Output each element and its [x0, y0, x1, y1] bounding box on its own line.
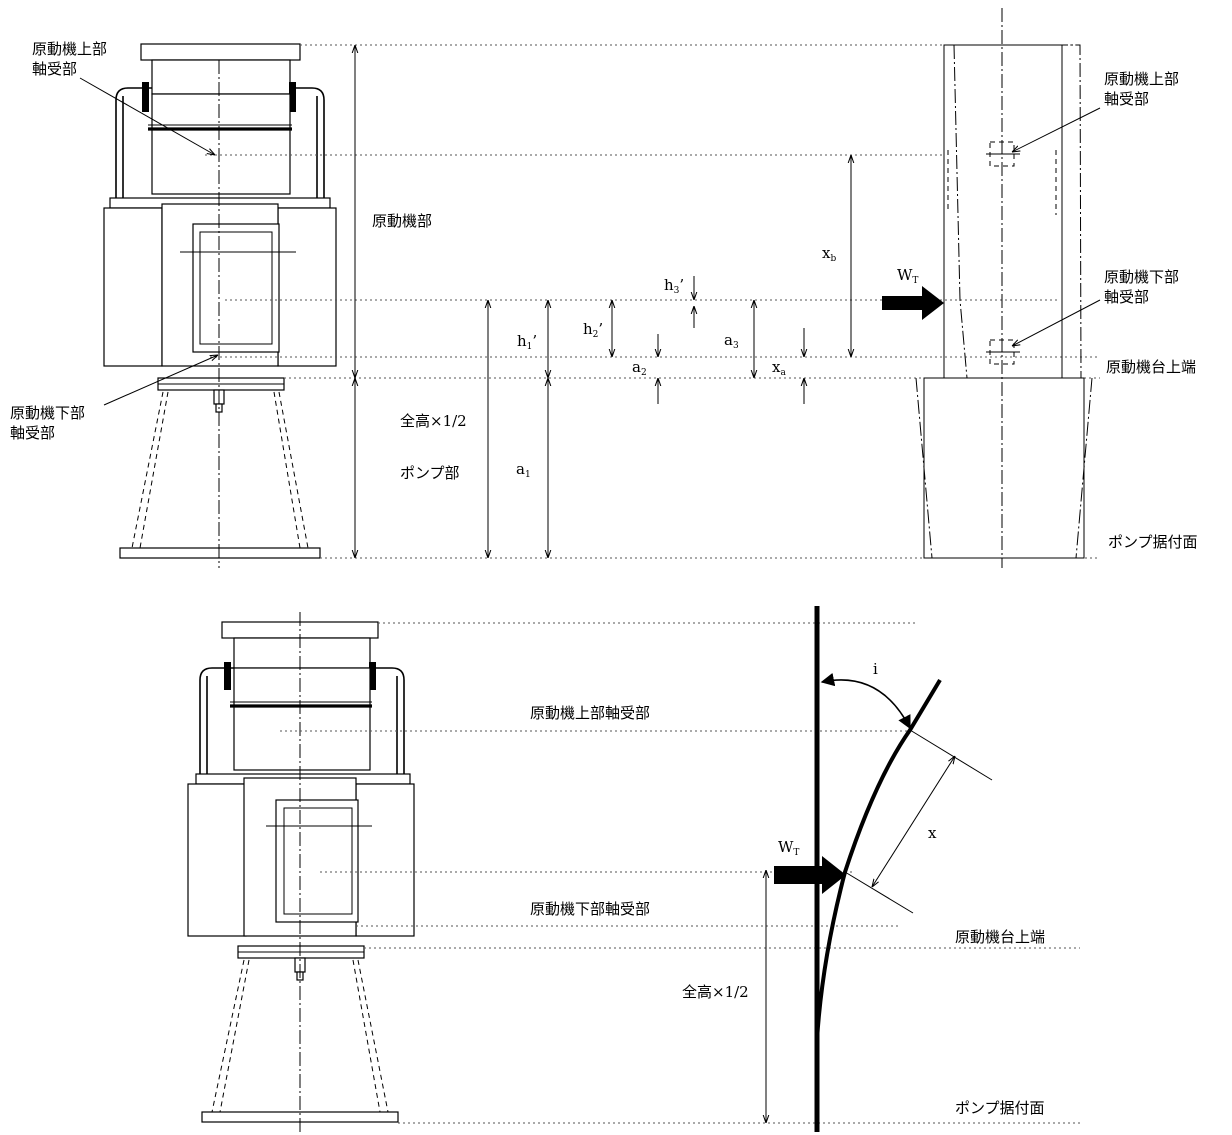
upper-bearing-right-leader [1012, 107, 1101, 152]
upper-bearing-leader [79, 77, 215, 155]
label-motor-section: 原動機部 [372, 212, 432, 230]
bottom-deflection [774, 606, 993, 1132]
label-upper-bearing-full: 原動機上部軸受部 [530, 704, 650, 722]
sym-i: i [873, 660, 878, 678]
label-lower-bearing-line1: 原動機下部 [10, 404, 85, 422]
label-upper-bearing-line1: 原動機上部 [32, 40, 107, 58]
label-pump-section: ポンプ部 [400, 464, 460, 482]
label-lower-bearing-right-l1: 原動機下部 [1104, 268, 1179, 286]
top-schematic [882, 8, 1093, 568]
label-half-height-top: 全高×1/2 [400, 412, 467, 430]
label-lower-bearing-full: 原動機下部軸受部 [530, 900, 650, 918]
sym-a2: a2 [632, 358, 647, 378]
label-upper-bearing-right-l2: 軸受部 [1104, 90, 1149, 108]
sym-wt-bottom: WT [778, 838, 799, 858]
label-upper-bearing-line2: 軸受部 [32, 60, 77, 78]
sym-a3: a3 [724, 331, 739, 351]
sym-xb: xb [822, 244, 836, 264]
label-pump-mounting-2: ポンプ据付面 [955, 1099, 1045, 1117]
label-motor-base-top-2: 原動機台上端 [955, 928, 1045, 946]
sym-h1: h1’ [517, 332, 537, 352]
top-pump-drawing [103, 43, 337, 568]
label-pump-mounting-1: ポンプ据付面 [1108, 533, 1198, 551]
bottom-pump-drawing [187, 612, 415, 1132]
label-motor-base-top-1: 原動機台上端 [1106, 358, 1196, 376]
label-upper-bearing-right-l1: 原動機上部 [1104, 70, 1179, 88]
sym-a1: a1 [516, 460, 531, 480]
sym-x: x [928, 824, 937, 842]
label-lower-bearing-line2: 軸受部 [10, 424, 55, 442]
sym-h2: h2’ [583, 320, 603, 340]
label-lower-bearing-right-l2: 軸受部 [1104, 288, 1149, 306]
sym-wt-top: WT [897, 266, 918, 286]
lower-bearing-leader [103, 355, 218, 406]
sym-xa: xa [772, 358, 786, 378]
lower-bearing-right-leader [1012, 299, 1101, 346]
top-reference-lines [205, 44, 1100, 559]
label-half-height-bottom: 全高×1/2 [682, 983, 749, 1001]
sym-h3: h3’ [664, 276, 684, 296]
